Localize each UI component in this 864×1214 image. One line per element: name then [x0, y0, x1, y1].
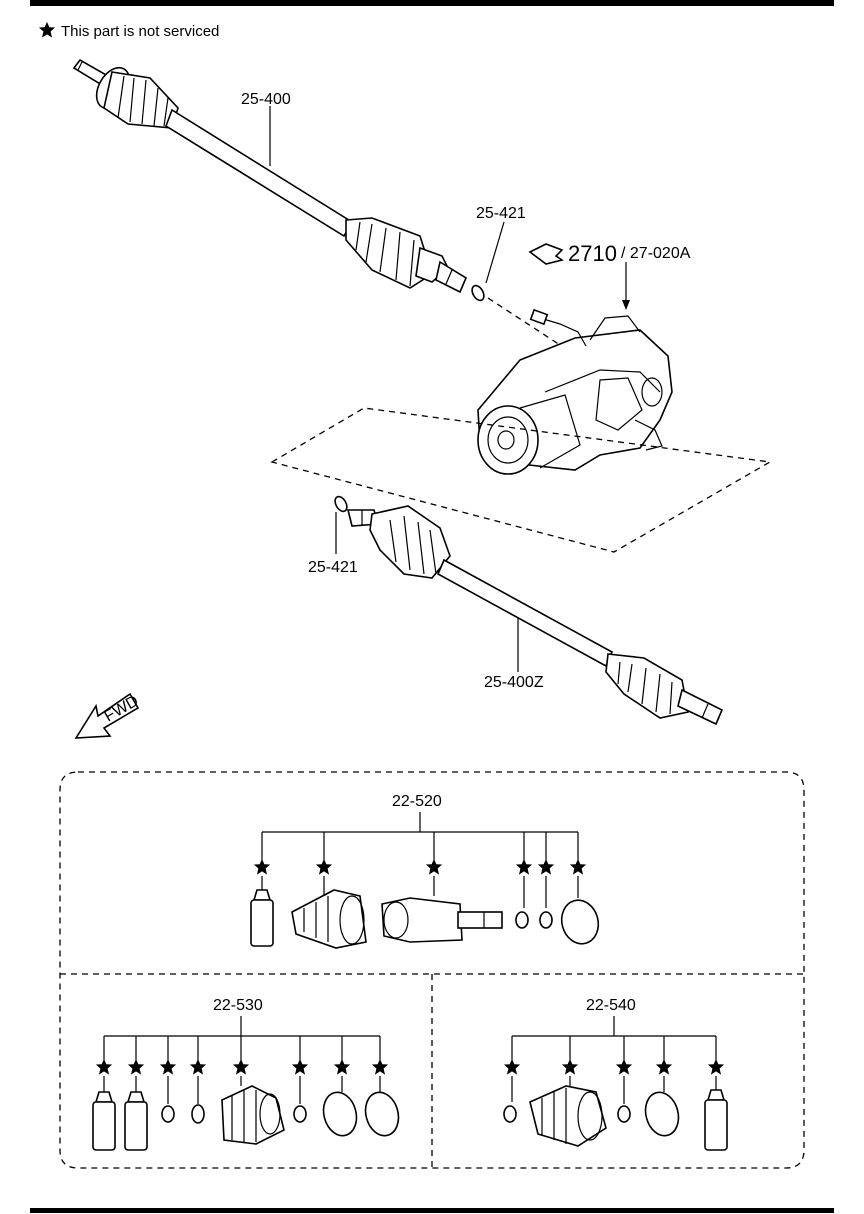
- not-serviced-note: This part is not serviced: [61, 23, 219, 40]
- star-icon: [707, 1058, 725, 1075]
- fwd-arrow-icon: FWD: [74, 693, 142, 739]
- star-icon: [127, 1058, 145, 1075]
- star-icon: [253, 858, 271, 875]
- star-icon: [537, 858, 555, 875]
- callout-25-421-upper: 25-421: [476, 205, 526, 222]
- star-icon: [291, 1058, 309, 1075]
- callout-25-400Z: 25-400Z: [484, 674, 544, 691]
- kit-panel-outline: [59, 771, 805, 1169]
- star-icon: [159, 1058, 177, 1075]
- star-icon: [655, 1058, 673, 1075]
- star-icon: [561, 1058, 579, 1075]
- callout-25-400: 25-400: [241, 91, 291, 108]
- kit-label-22-520: 22-520: [392, 793, 442, 810]
- kit-22-530[interactable]: 22-530: [92, 997, 403, 1151]
- circlip-lower[interactable]: [333, 495, 350, 514]
- circlip-upper[interactable]: [470, 284, 487, 303]
- svg-text:FWD: FWD: [102, 693, 142, 726]
- rear-differential[interactable]: [477, 308, 673, 475]
- callout-25-421-lower: 25-421: [308, 559, 358, 576]
- star-icon: [371, 1058, 389, 1075]
- kit-22-520[interactable]: 22-520: [250, 793, 603, 949]
- star-icon: [515, 858, 533, 875]
- drive-shaft-upper[interactable]: [72, 58, 468, 294]
- star-icon: [315, 858, 333, 875]
- star-icon: [189, 1058, 207, 1075]
- top-rule: [30, 0, 834, 6]
- bottom-rule: [30, 1208, 834, 1213]
- star-icon: [615, 1058, 633, 1075]
- star-icon: [38, 21, 56, 38]
- kit-22-540[interactable]: 22-540: [503, 997, 728, 1151]
- drive-shaft-lower[interactable]: [346, 505, 724, 726]
- callout-27-020A: / 27-020A: [621, 245, 691, 262]
- star-icon: [425, 858, 443, 875]
- reference-arrow-icon: [528, 243, 564, 265]
- callout-2710: 2710: [568, 241, 617, 266]
- star-icon: [95, 1058, 113, 1075]
- kit-label-22-540: 22-540: [586, 997, 636, 1014]
- kit-label-22-530: 22-530: [213, 997, 263, 1014]
- star-icon: [333, 1058, 351, 1075]
- star-icon: [232, 1058, 250, 1075]
- star-icon: [503, 1058, 521, 1075]
- star-icon: [569, 858, 587, 875]
